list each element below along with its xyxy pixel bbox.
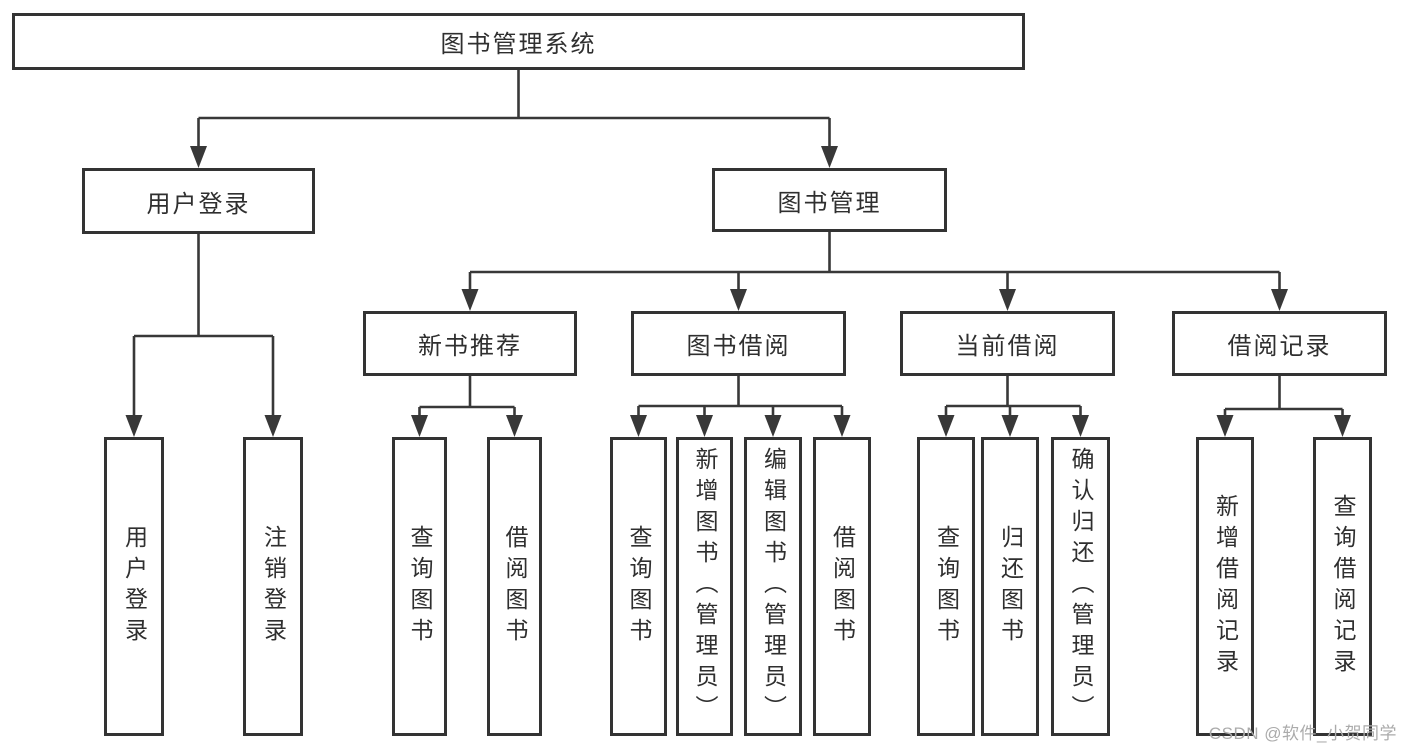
leaf-current-return: 归还图书	[981, 437, 1039, 736]
leaf-borrow-borrow: 借阅图书	[813, 437, 871, 736]
leaf-newbooks-query: 查询图书	[392, 437, 447, 736]
leaf-logout: 注销登录	[243, 437, 303, 736]
node-new-book-recommend: 新书推荐	[363, 311, 577, 376]
leaf-current-confirm-admin: 确认归还（管理员）	[1051, 437, 1110, 736]
node-book-borrowing: 图书借阅	[631, 311, 846, 376]
arrowheads	[125, 146, 1351, 437]
watermark-text: CSDN @软件_小贺同学	[1208, 724, 1397, 743]
leaf-borrow-query: 查询图书	[610, 437, 667, 736]
leaf-current-query: 查询图书	[917, 437, 975, 736]
leaf-newbooks-borrow: 借阅图书	[487, 437, 542, 736]
leaf-user-login: 用户登录	[104, 437, 164, 736]
leaf-records-add: 新增借阅记录	[1196, 437, 1254, 736]
node-root-system: 图书管理系统	[12, 13, 1025, 70]
node-current-borrowing: 当前借阅	[900, 311, 1115, 376]
node-book-management: 图书管理	[712, 168, 947, 232]
node-borrow-records: 借阅记录	[1172, 311, 1387, 376]
leaf-records-query: 查询借阅记录	[1313, 437, 1372, 736]
node-user-login: 用户登录	[82, 168, 315, 234]
leaf-borrow-add-admin: 新增图书（管理员）	[676, 437, 733, 736]
leaf-borrow-edit-admin: 编辑图书（管理员）	[744, 437, 802, 736]
